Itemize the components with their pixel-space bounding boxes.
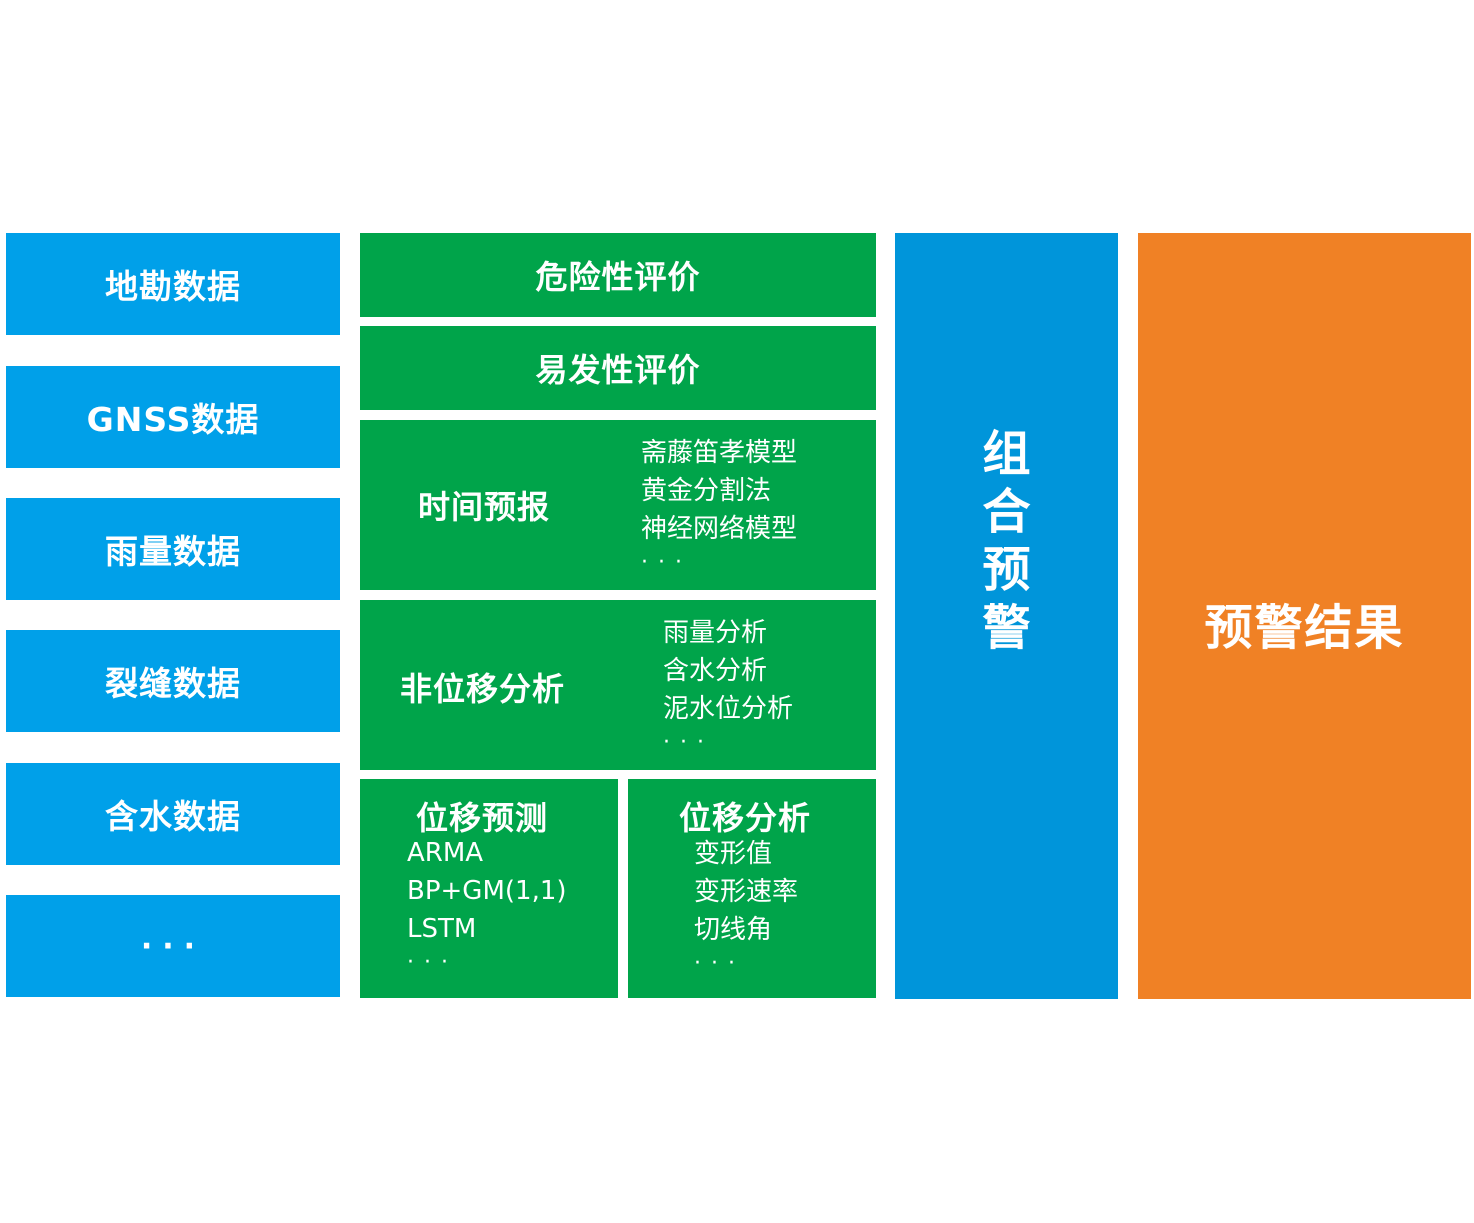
- displacement-prediction-list: ARMA BP+GM(1,1) LSTM ···: [407, 834, 567, 978]
- susceptibility-evaluation-label: 易发性评价: [535, 351, 701, 389]
- source-label: 雨量数据: [105, 532, 241, 571]
- combined-warning-char: 组: [982, 426, 1031, 482]
- combined-warning-char: 预: [982, 542, 1031, 598]
- list-item: LSTM: [407, 914, 477, 944]
- list-item: 雨量分析: [663, 618, 768, 648]
- hazard-evaluation-label: 危险性评价: [535, 258, 701, 296]
- list-ellipsis: ···: [694, 951, 745, 976]
- source-water-content: 含水数据: [6, 763, 340, 865]
- warning-result-label: 预警结果: [1204, 600, 1405, 656]
- source-ellipsis: ···: [140, 928, 206, 964]
- hazard-evaluation-box: 危险性评价: [360, 233, 876, 317]
- time-forecast-box: 时间预报 斋藤笛孝模型 黄金分割法 神经网络模型 ···: [360, 420, 876, 590]
- source-crack: 裂缝数据: [6, 630, 340, 732]
- displacement-prediction-title: 位移预测: [416, 799, 549, 837]
- list-item: 变形速率: [694, 877, 799, 907]
- non-displacement-list: 雨量分析 含水分析 泥水位分析 ···: [663, 614, 793, 758]
- list-ellipsis: ···: [407, 950, 458, 975]
- time-forecast-title: 时间预报: [418, 488, 551, 526]
- list-item: 黄金分割法: [641, 476, 772, 506]
- list-item: BP+GM(1,1): [407, 876, 567, 906]
- source-geological-survey: 地勘数据: [6, 233, 340, 335]
- list-item: 变形值: [694, 839, 773, 869]
- source-more: ···: [6, 895, 340, 997]
- list-item: 切线角: [694, 915, 773, 945]
- list-item: 含水分析: [663, 656, 768, 686]
- susceptibility-evaluation-box: 易发性评价: [360, 326, 876, 410]
- list-item: 神经网络模型: [641, 514, 798, 544]
- displacement-analysis-list: 变形值 变形速率 切线角 ···: [694, 835, 798, 979]
- displacement-prediction-box: 位移预测 ARMA BP+GM(1,1) LSTM ···: [360, 779, 618, 998]
- displacement-analysis-title: 位移分析: [679, 799, 812, 837]
- time-forecast-list: 斋藤笛孝模型 黄金分割法 神经网络模型 ···: [641, 434, 797, 578]
- source-rainfall: 雨量数据: [6, 498, 340, 600]
- list-ellipsis: ···: [663, 730, 714, 755]
- non-displacement-box: 非位移分析 雨量分析 含水分析 泥水位分析 ···: [360, 600, 876, 770]
- displacement-analysis-box: 位移分析 变形值 变形速率 切线角 ···: [628, 779, 876, 998]
- source-gnss: GNSS数据: [6, 366, 340, 468]
- combined-warning-box: 组 合 预 警: [895, 233, 1118, 999]
- non-displacement-title: 非位移分析: [400, 670, 566, 708]
- list-item: 斋藤笛孝模型: [641, 438, 798, 468]
- source-label: 裂缝数据: [105, 664, 241, 703]
- source-label: 含水数据: [105, 797, 241, 836]
- combined-warning-char: 警: [982, 600, 1031, 656]
- combined-warning-char: 合: [982, 484, 1031, 540]
- list-item: 泥水位分析: [663, 694, 794, 724]
- source-label: GNSS数据: [86, 400, 260, 439]
- list-ellipsis: ···: [641, 550, 692, 575]
- source-label: 地勘数据: [105, 267, 241, 306]
- warning-result-box: 预警结果: [1138, 233, 1471, 999]
- list-item: ARMA: [407, 838, 484, 868]
